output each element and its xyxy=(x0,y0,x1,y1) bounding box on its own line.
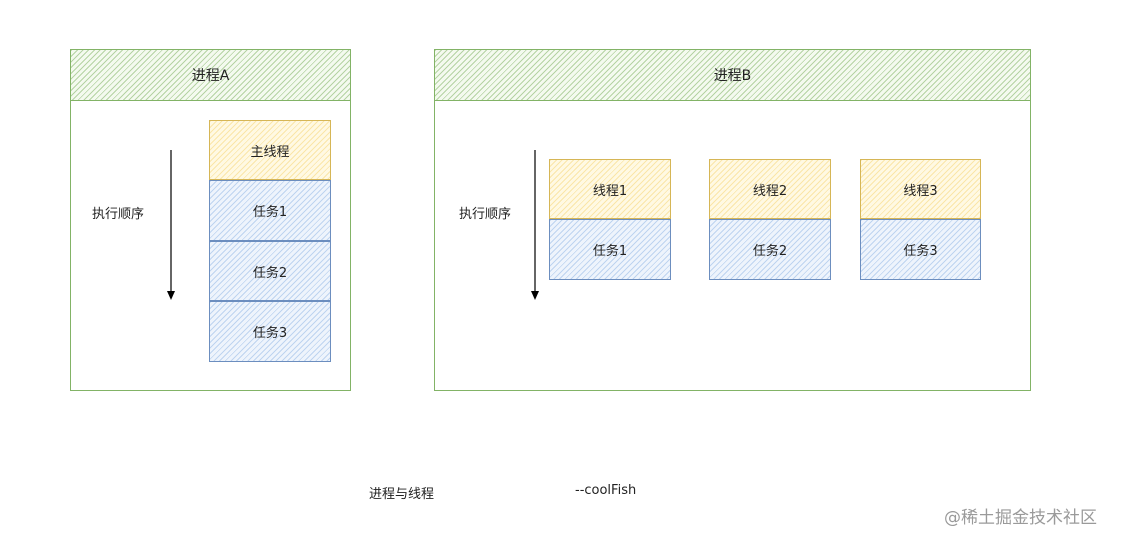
thread-2-box: 线程2 xyxy=(709,159,831,219)
process-a-task-1: 任务1 xyxy=(209,180,331,241)
process-a-task-3: 任务3 xyxy=(209,301,331,362)
thread-1-label: 线程1 xyxy=(592,183,628,199)
thread-3-task-label: 任务3 xyxy=(903,244,938,259)
process-a-title: 进程A xyxy=(191,68,230,84)
thread-3-label: 线程3 xyxy=(903,183,938,199)
process-b-order-arrow xyxy=(531,150,539,300)
process-a-task-3-label: 任务3 xyxy=(252,326,288,341)
process-a-order-arrow xyxy=(167,150,175,300)
process-a: 进程A xyxy=(70,49,351,391)
process-b-order-label: 执行顺序 xyxy=(459,207,512,222)
process-a-header: 进程A xyxy=(71,50,350,101)
author-label: --coolFish xyxy=(575,483,637,498)
process-a-task-1-label: 任务1 xyxy=(252,205,288,220)
thread-1-box: 线程1 xyxy=(549,159,671,219)
process-b-header: 进程B xyxy=(435,50,1030,101)
process-b-title: 进程B xyxy=(713,68,752,84)
thread-2-label: 线程2 xyxy=(752,183,788,199)
process-a-task-2: 任务2 xyxy=(209,241,331,301)
process-b: 进程B xyxy=(434,49,1031,391)
thread-2-task-label: 任务2 xyxy=(752,244,788,259)
main-thread-label: 主线程 xyxy=(250,144,290,160)
thread-3-task-box: 任务3 xyxy=(860,219,981,280)
main-thread-box: 主线程 xyxy=(209,120,331,180)
thread-1-task-box: 任务1 xyxy=(549,219,671,280)
thread-2-task-box: 任务2 xyxy=(709,219,831,280)
process-a-order-label: 执行顺序 xyxy=(92,207,145,222)
watermark: @稀土掘金技术社区 xyxy=(944,508,1097,528)
process-a-task-2-label: 任务2 xyxy=(252,265,288,281)
thread-3-box: 线程3 xyxy=(860,159,981,219)
thread-1-task-label: 任务1 xyxy=(592,244,628,259)
diagram-caption: 进程与线程 xyxy=(369,487,435,502)
